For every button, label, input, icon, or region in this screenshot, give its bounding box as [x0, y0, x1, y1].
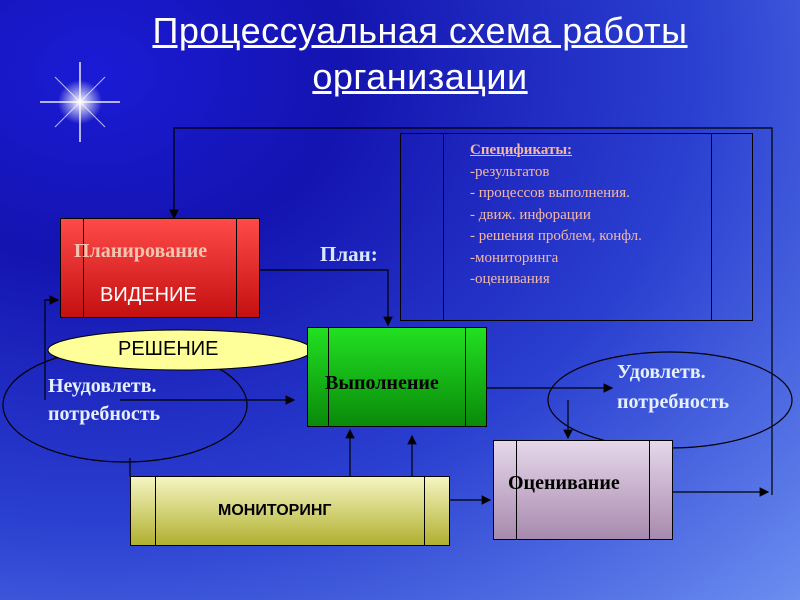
- satisfied-need-label: Удовлетв. потребность: [617, 357, 729, 417]
- feedback-top-connector: [169, 127, 773, 495]
- unsatisfied-need-label: Неудовлетв. потребность: [48, 372, 160, 428]
- unsatisfied-need-line-1: Неудовлетв.: [48, 375, 157, 397]
- monitoring-label: МОНИТОРИНГ: [218, 502, 332, 519]
- specs-item: -результатов: [470, 163, 550, 180]
- plan-caption: План:: [320, 242, 378, 266]
- title-line-2: организации: [312, 56, 528, 97]
- plan-to-execution-arrow: [260, 269, 393, 327]
- satisfied-need-line-2: потребность: [617, 391, 730, 413]
- specs-box: [400, 133, 753, 321]
- specs-item: - процессов выполнения.: [470, 185, 630, 201]
- specs-list: Спецификаты: -результатов - процессов вы…: [470, 140, 642, 291]
- satisfied-need-line-1: Удовлетв.: [617, 361, 706, 383]
- vision-label: ВИДЕНИЕ: [100, 284, 197, 306]
- need-to-planning-arrow: [44, 295, 60, 400]
- specs-item: -оценивания: [470, 271, 550, 287]
- planning-label: Планирование: [74, 240, 208, 262]
- evaluation-label: Оценивание: [508, 472, 620, 494]
- decision-label: РЕШЕНИЕ: [118, 338, 219, 360]
- specs-item: - движ. инфорации: [470, 206, 591, 223]
- specs-item: -мониторинга: [470, 249, 559, 266]
- unsatisfied-need-line-2: потребность: [48, 403, 161, 425]
- title-line-1: Процессуальная схема работы: [152, 10, 688, 51]
- evaluation-box: [493, 440, 673, 540]
- monitoring-box: [130, 476, 450, 546]
- specs-heading: Спецификаты:: [470, 142, 573, 158]
- planning-box: [60, 218, 260, 318]
- page-title: Процессуальная схема работы организации: [0, 8, 800, 100]
- execution-box: [307, 327, 487, 427]
- star-glow-icon: [40, 62, 120, 142]
- specs-item: - решения проблем, конфл.: [470, 228, 642, 244]
- execution-label: Выполнение: [325, 372, 439, 394]
